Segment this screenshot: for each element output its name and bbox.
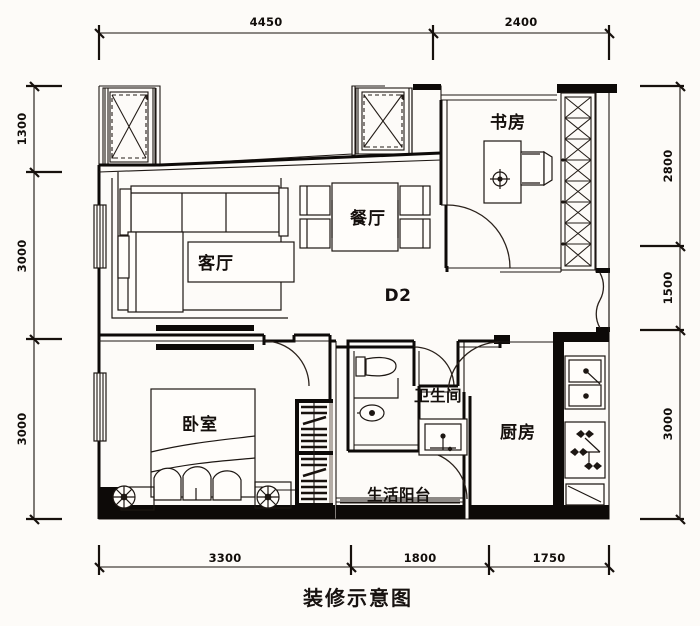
- window-bay-left: [102, 87, 157, 167]
- washbasin: [357, 404, 385, 422]
- dim-left-1: 1300: [15, 113, 29, 146]
- bathroom-furniture: [354, 356, 468, 456]
- toilet: [355, 356, 397, 377]
- plan-title: 装修示意图: [302, 586, 413, 610]
- dim-bottom-1: 3300: [209, 551, 242, 565]
- room-label-kitchen: 厨房: [500, 422, 536, 443]
- building-shell: [93, 84, 617, 520]
- room-labels: 客厅 餐厅 书房 卧室 卫生间 厨房 生活阳台 D2: [182, 112, 536, 504]
- kitchen-door: [447, 341, 502, 395]
- kitchen-furniture: [564, 355, 606, 506]
- ceiling-fixture: [490, 169, 510, 189]
- dim-bottom-3: 1750: [533, 551, 566, 565]
- bedroom-furniture: [112, 388, 333, 511]
- dim-top-1: 4450: [250, 15, 283, 29]
- pillow: [153, 467, 182, 501]
- dim-right-3: 3000: [661, 408, 675, 441]
- balcony-threshold: [340, 499, 460, 504]
- dimension-right: 2800 1500 3000: [640, 81, 686, 525]
- room-label-bathroom: 卫生间: [414, 386, 462, 405]
- room-label-bedroom: 卧室: [182, 414, 218, 435]
- nightstand-lamp-left: [112, 485, 136, 509]
- cooktop: [564, 421, 606, 479]
- dim-top-2: 2400: [505, 15, 538, 29]
- sill-band-upper: [156, 325, 254, 331]
- bedroom-door: [262, 340, 310, 387]
- window-left-living: [93, 204, 107, 269]
- room-label-study: 书房: [490, 112, 526, 133]
- wardrobe: [295, 399, 333, 507]
- dim-right-2: 1500: [661, 272, 675, 305]
- room-label-living: 客厅: [197, 253, 234, 274]
- study-furniture: [483, 140, 553, 204]
- nightstand-lamp-right: [256, 485, 280, 509]
- sill-band-lower: [156, 344, 254, 350]
- dimension-bottom: 3300 1800 1750: [94, 545, 615, 575]
- dimension-left: 1300 3000 3000: [15, 81, 62, 525]
- entry-door: [595, 268, 610, 332]
- dim-bottom-2: 1800: [404, 551, 437, 565]
- bathroom-door: [412, 346, 458, 393]
- dining-furniture: [299, 182, 431, 252]
- dimension-top: 4450 2400: [94, 15, 615, 60]
- study-door: [444, 204, 511, 269]
- dim-right-1: 2800: [661, 150, 675, 183]
- bathtub: [418, 418, 468, 456]
- desk-chair: [520, 151, 545, 186]
- room-label-balcony: 生活阳台: [367, 485, 431, 504]
- area-rug: [187, 241, 295, 283]
- kitchen-sink: [564, 355, 606, 410]
- furniture-layer: [111, 140, 606, 511]
- window-left-bedroom: [93, 372, 107, 442]
- unit-code-label: D2: [385, 286, 412, 306]
- room-label-dining: 餐厅: [350, 208, 386, 229]
- dim-left-2: 3000: [15, 240, 29, 273]
- dim-left-3: 3000: [15, 413, 29, 446]
- living-room-furniture: [111, 172, 295, 319]
